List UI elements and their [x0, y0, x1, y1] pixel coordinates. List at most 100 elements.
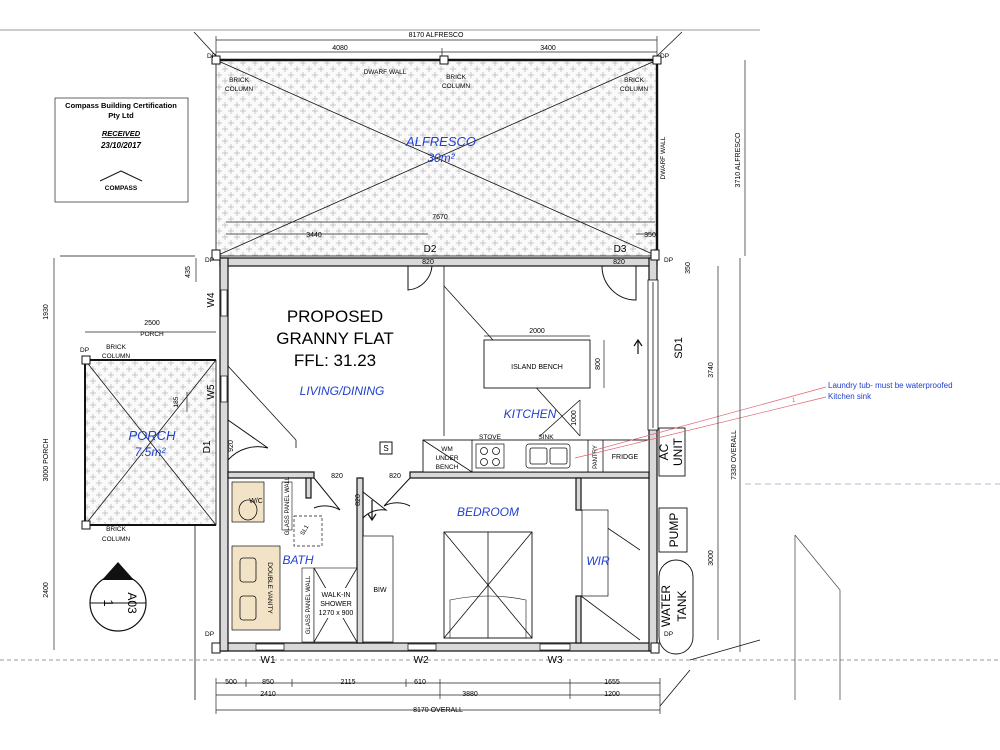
door-d3: [601, 265, 637, 301]
glass-panel-wall-label: GLASS PANEL WALL: [306, 575, 312, 634]
pump-label: PUMP: [667, 513, 681, 548]
dp-label: DP: [207, 53, 216, 60]
toilet: [231, 481, 265, 523]
dp-label: DP: [664, 257, 673, 264]
smoke-detector-label: S: [383, 444, 388, 453]
room-porch: PORCH: [129, 428, 177, 443]
equipment: AC UNIT PUMP WATER TANK Laundry tub- mus…: [574, 381, 953, 655]
dim-1200: 1200: [604, 691, 620, 698]
brick-label: BRICK: [624, 77, 645, 84]
dim-1655: 1655: [604, 679, 620, 686]
door-d2: [407, 265, 433, 291]
dim-right-350: 350: [685, 262, 692, 274]
dim-185: 185: [173, 396, 180, 407]
brick-column: [81, 355, 91, 365]
label-d2: D2: [424, 244, 437, 255]
bottom-dimensions: 500 850 2115 610 1655 2410 3880 1200 817…: [215, 678, 661, 714]
dp-label: DP: [660, 53, 669, 60]
dim-7670: 7670: [432, 214, 448, 221]
wir-shelf: [581, 509, 609, 597]
dim-right-3000: 3000: [708, 550, 715, 566]
label-sd1: SD1: [673, 337, 685, 358]
label-d1: D1: [202, 440, 213, 453]
dp-label: DP: [205, 631, 214, 638]
section-num: 1: [101, 599, 116, 606]
door-biw: [362, 491, 388, 519]
dim-850: 850: [262, 679, 274, 686]
sink: [525, 443, 571, 469]
stamp-company-line2: Pty Ltd: [108, 111, 134, 120]
dim-500: 500: [225, 679, 237, 686]
brick-column: [439, 55, 449, 65]
column-label: COLUMN: [442, 83, 470, 90]
title-line1: PROPOSED: [287, 307, 383, 326]
dim-2115: 2115: [340, 679, 355, 686]
brick-label: BRICK: [106, 344, 127, 351]
window-labels: W1 W2 W3 W4 W5 SD1: [206, 292, 685, 666]
walkin-label3: 1270 x 900: [319, 610, 354, 617]
dwarf-wall-label: DWARF WALL: [364, 69, 407, 76]
dim-610: 610: [414, 679, 426, 686]
label-w1: W1: [261, 655, 276, 666]
dp-label: DP: [80, 347, 89, 354]
pantry-label: PANTRY: [593, 445, 599, 469]
label-w5: W5: [206, 384, 217, 399]
ac-unit: [658, 427, 686, 477]
door-bedroom: [383, 477, 411, 507]
door-bath: [313, 477, 341, 511]
skylight-label: SL1: [300, 524, 311, 537]
island-bench: [483, 339, 591, 389]
sink-label: SINK: [538, 434, 554, 441]
stove-label: STOVE: [479, 434, 502, 441]
window-w4: [220, 289, 228, 317]
dim-1930: 1930: [43, 304, 50, 320]
note-laundry: Laundry tub- must be waterproofed: [828, 381, 953, 390]
doors: D2 820 D3 820 D1 920 820 820 820: [202, 244, 641, 641]
section-arrow-icon: [102, 562, 134, 580]
dim-2400: 2400: [43, 582, 50, 598]
dim-3880: 3880: [462, 691, 478, 698]
built-in-wardrobe: [362, 535, 394, 643]
dp-label: DP: [205, 257, 214, 264]
double-vanity-label: DOUBLE VANITY: [266, 562, 273, 614]
dim-bath-820a: 820: [331, 473, 343, 480]
dim-alfresco-right: 3710 ALFRESCO: [735, 132, 742, 187]
walkin-label2: SHOWER: [320, 601, 352, 608]
brick-column: [81, 520, 91, 530]
brick-label: BRICK: [229, 77, 250, 84]
dim-d3-820: 820: [613, 259, 625, 266]
dim-7330: 7330 OVERALL: [731, 430, 738, 480]
brick-label: BRICK: [106, 526, 127, 533]
stamp-company: Compass Building Certification: [65, 101, 177, 110]
dp-label: DP: [664, 631, 673, 638]
title-line3: FFL: 31.23: [294, 351, 376, 370]
under-label: UNDER: [435, 455, 458, 462]
stove: [475, 443, 505, 469]
biw-label: BIW: [373, 587, 387, 594]
kitchen: ISLAND BENCH 2000 800 1000 KITCHEN STOVE…: [379, 328, 650, 473]
dim-2000: 2000: [529, 328, 545, 335]
water-label: WATER: [659, 585, 673, 627]
arrow-down-icon: [367, 500, 377, 522]
door-d1: [227, 419, 269, 461]
dim-porch-label: PORCH: [140, 331, 164, 338]
dim-bath-820b: 820: [389, 473, 401, 480]
window-w2: [407, 643, 437, 651]
bedroom: BEDROOM WIR: [443, 505, 610, 639]
column-label: COLUMN: [102, 353, 130, 360]
fridge-label: FRIDGE: [612, 454, 639, 461]
room-porch-area: 7.5m²: [135, 445, 167, 459]
window-w1: [255, 643, 285, 651]
label-d3: D3: [614, 244, 627, 255]
ac-label: AC: [657, 443, 671, 460]
column-label: COLUMN: [620, 86, 648, 93]
room-kitchen: KITCHEN: [504, 407, 557, 421]
room-living-dining: LIVING/DINING: [300, 384, 385, 398]
dim-3400: 3400: [540, 45, 556, 52]
column-label: COLUMN: [102, 536, 130, 543]
dim-3440: 3440: [306, 232, 322, 239]
dwarf-wall-side-label: DWARF WALL: [660, 136, 667, 179]
note-mark: 1: [792, 398, 796, 404]
porch-area: BRICK COLUMN BRICK COLUMN PORCH 7.5m² DP…: [60, 255, 217, 700]
